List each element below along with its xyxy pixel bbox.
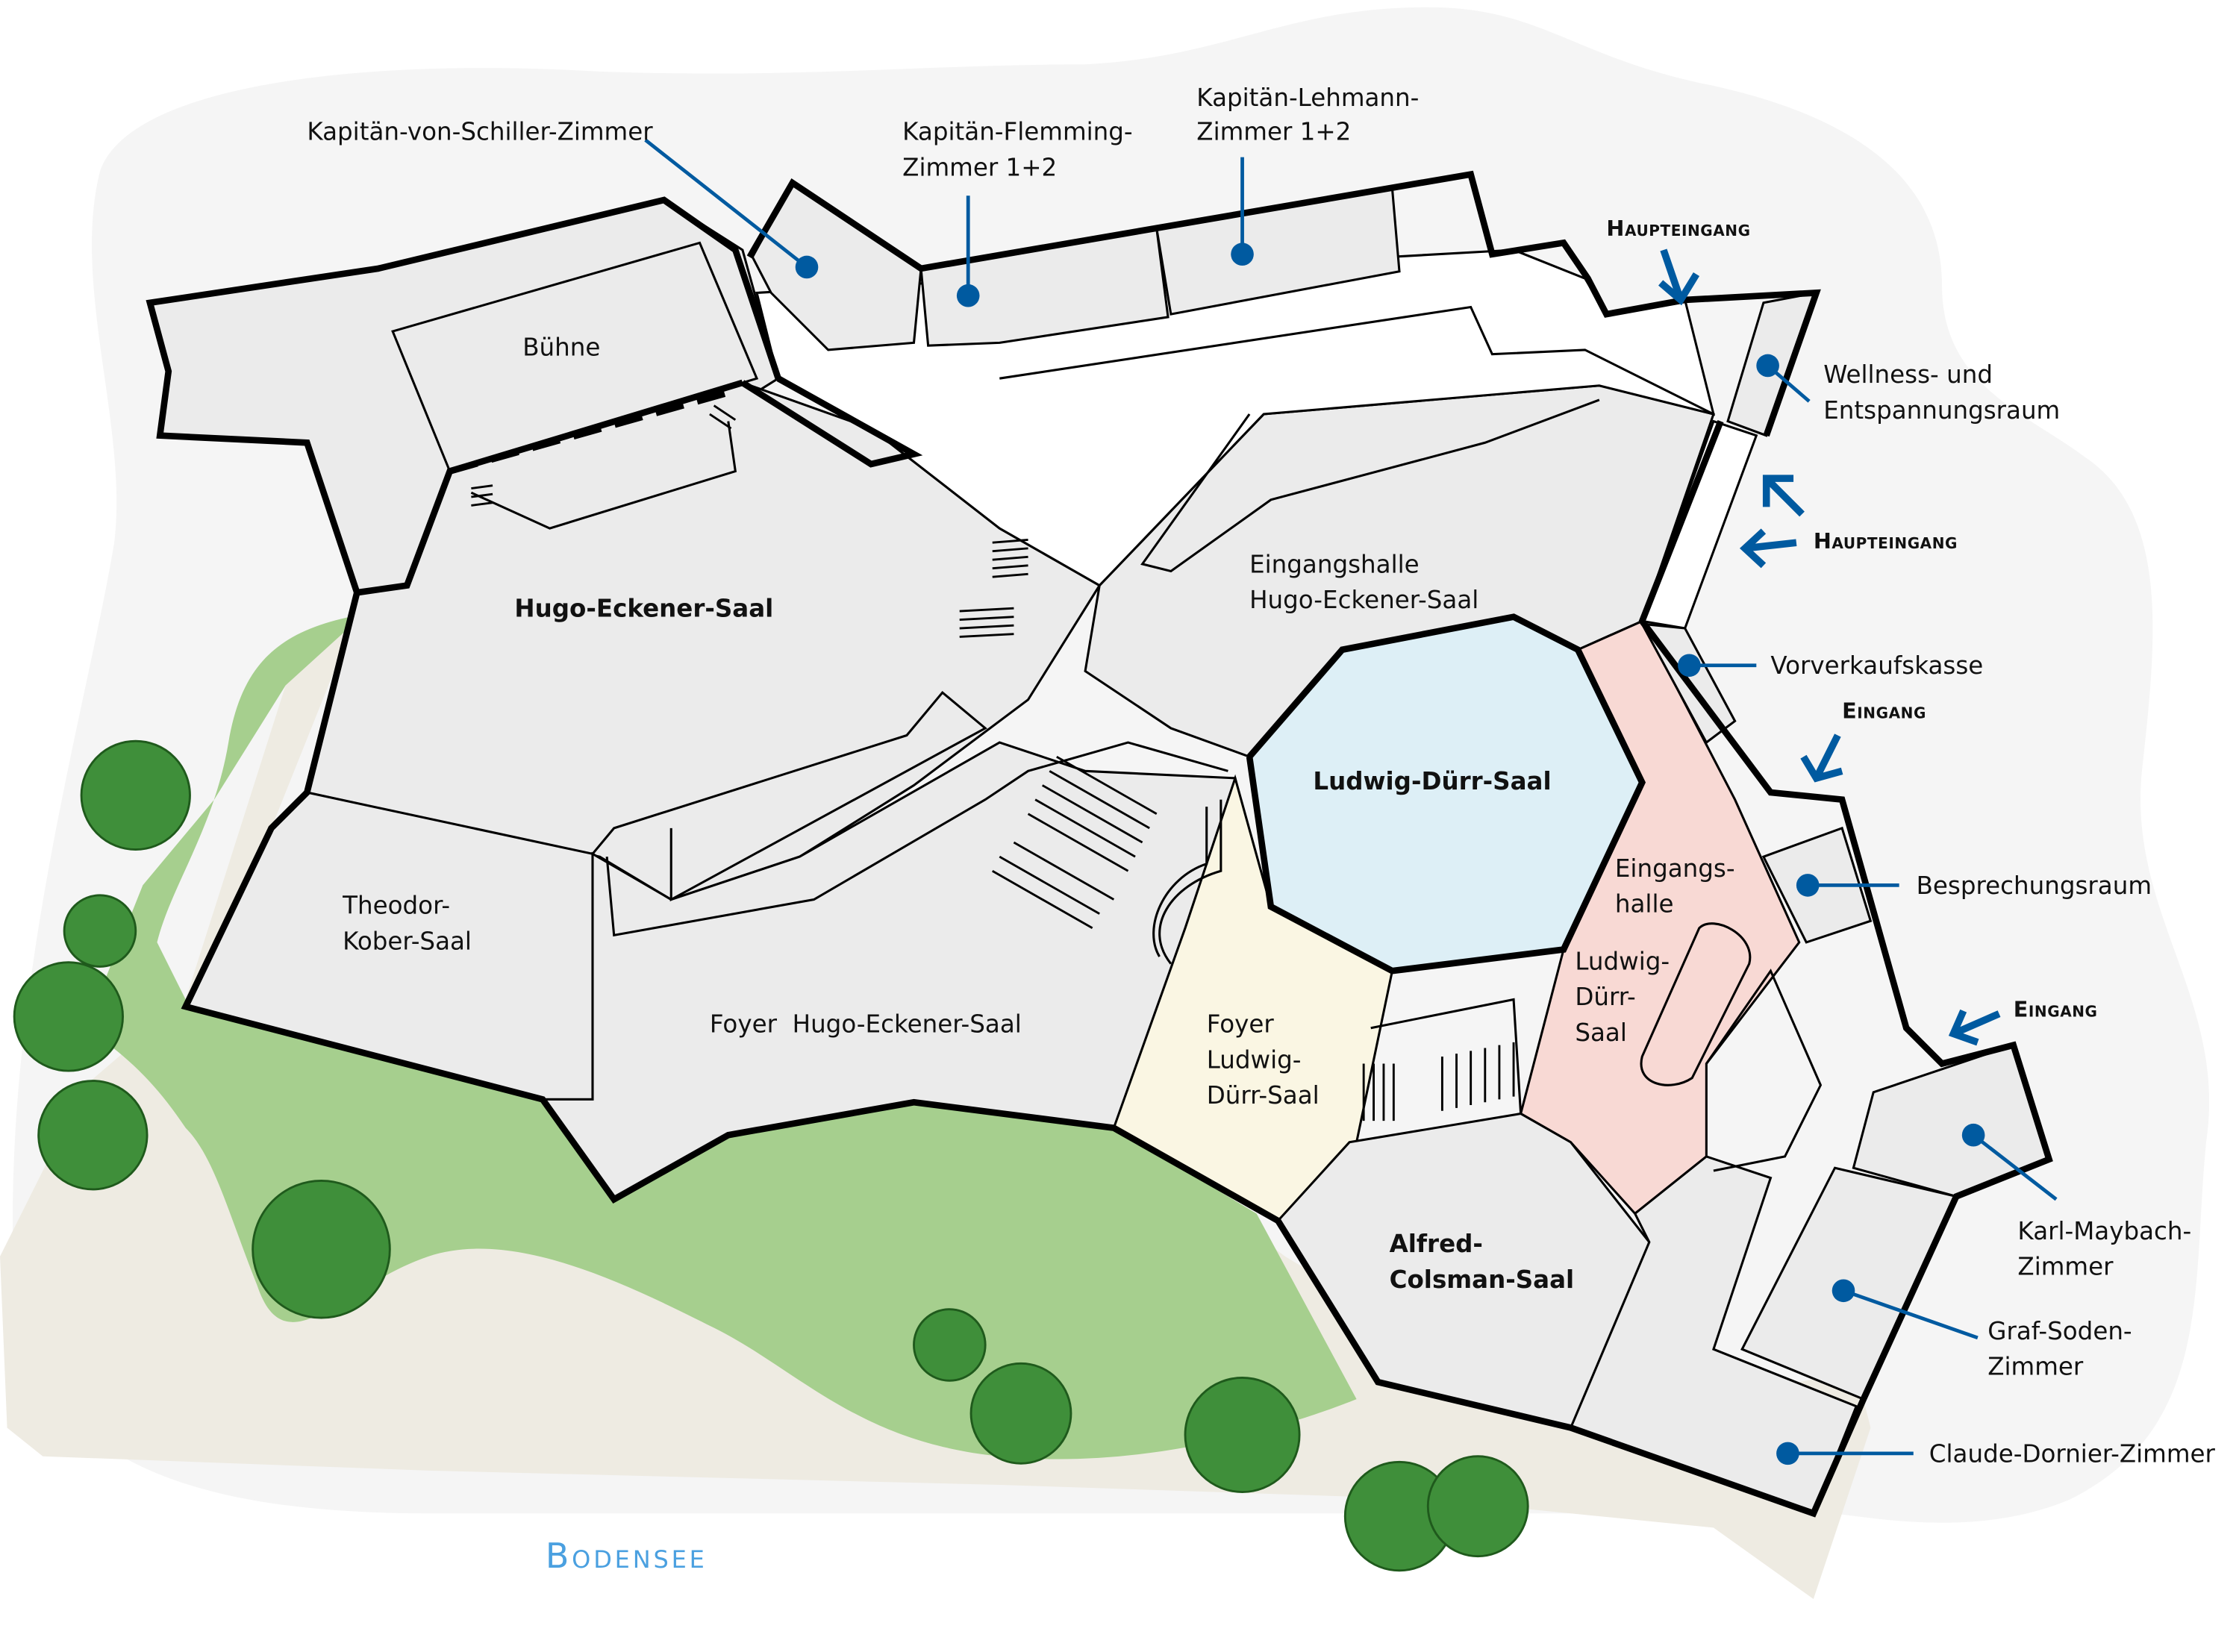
tree-icon	[1426, 1455, 1529, 1558]
label-buehne: Bühne	[522, 334, 600, 362]
label-kapitaen-flemming-zimmer: Kapitän-Flemming- Zimmer 1+2	[902, 118, 1140, 182]
arrow-icon	[1739, 528, 1797, 569]
interior-wall	[470, 421, 737, 530]
label-graf-soden-zimmer: Graf-Soden- Zimmer	[1987, 1317, 2140, 1381]
label-kapitaen-lehmann-zimmer: Kapitän-Lehmann- Zimmer 1+2	[1196, 84, 1426, 146]
room-buehne[interactable]	[391, 241, 759, 473]
stairs	[471, 404, 1515, 1121]
label-eingangshalle-ludwig-duerr-saal: Eingangs- halle Ludwig- Dürr- Saal	[1575, 854, 1743, 1047]
arrow-icon	[1800, 733, 1843, 783]
tree-icon	[1184, 1377, 1301, 1493]
outer-wall	[740, 375, 923, 468]
label-karl-maybach-zimmer: Karl-Maybach- Zimmer	[2017, 1217, 2199, 1281]
interior-wall	[591, 690, 987, 902]
tree-icon	[913, 1308, 987, 1382]
arrow-icon	[1762, 475, 1805, 517]
interior-wall	[999, 305, 1714, 416]
label-kapitaen-von-schiller-zimmer: Kapitän-von-Schiller-Zimmer	[307, 118, 653, 146]
label-haupteingang-top: Haupteingang	[1606, 216, 1750, 241]
label-hugo-eckener-saal: Hugo-Eckener-Saal	[514, 595, 773, 623]
interior-wall	[1705, 969, 1823, 1172]
ramp	[1640, 922, 1752, 1086]
label-foyer-ludwig-duerr-saal: Foyer Ludwig- Dürr-Saal	[1207, 1010, 1320, 1110]
label-claude-dornier-zimmer: Claude-Dornier-Zimmer	[1929, 1439, 2216, 1468]
tree-icon	[63, 894, 137, 968]
arrow-icon	[1948, 1009, 2001, 1046]
label-wellness: Wellness- und Entspannungsraum	[1823, 360, 2060, 425]
trees	[13, 739, 1529, 1572]
label-eingang-lower: Eingang	[2014, 996, 2098, 1021]
ramp	[1152, 799, 1222, 965]
callout-pins	[644, 138, 2058, 1465]
label-theodor-kober-saal: Theodor- Kober-Saal	[342, 892, 472, 956]
tree-icon	[13, 961, 124, 1072]
label-eingang-upper: Eingang	[1842, 698, 1926, 724]
lawn	[85, 613, 1357, 1459]
outer-wall	[746, 170, 1821, 437]
arrow-icon	[1658, 248, 1700, 306]
room-east-wing	[1569, 1155, 1858, 1515]
label-haupteingang-right: Haupteingang	[1814, 528, 1958, 554]
label-besprechungsraum: Besprechungsraum	[1917, 872, 2152, 900]
stage-edge	[449, 389, 729, 475]
outer-wall	[146, 196, 781, 594]
label-vorverkaufskasse: Vorverkaufskasse	[1770, 651, 1983, 680]
label-bodensee: Bodensee	[546, 1536, 708, 1576]
tree-icon	[80, 739, 191, 851]
label-foyer-hugo-eckener-saal: Foyer Hugo-Eckener-Saal	[710, 1010, 1022, 1038]
label-eingangshalle-hugo-eckener-saal: Eingangshalle Hugo-Eckener-Saal	[1249, 550, 1478, 614]
entrance-arrows	[1658, 248, 2001, 1046]
interior-wall	[605, 741, 1228, 937]
tree-icon	[37, 1080, 149, 1191]
tree-icon	[969, 1362, 1072, 1465]
outer-wall	[1246, 613, 1646, 974]
label-ludwig-duerr-saal: Ludwig-Dürr-Saal	[1313, 767, 1551, 795]
interior-wall	[1140, 398, 1600, 573]
interior-wall	[1370, 998, 1523, 1114]
label-alfred-colsman-saal: Alfred- Colsman-Saal	[1390, 1230, 1575, 1294]
tree-icon	[252, 1180, 391, 1319]
outer-wall	[181, 420, 2053, 1518]
